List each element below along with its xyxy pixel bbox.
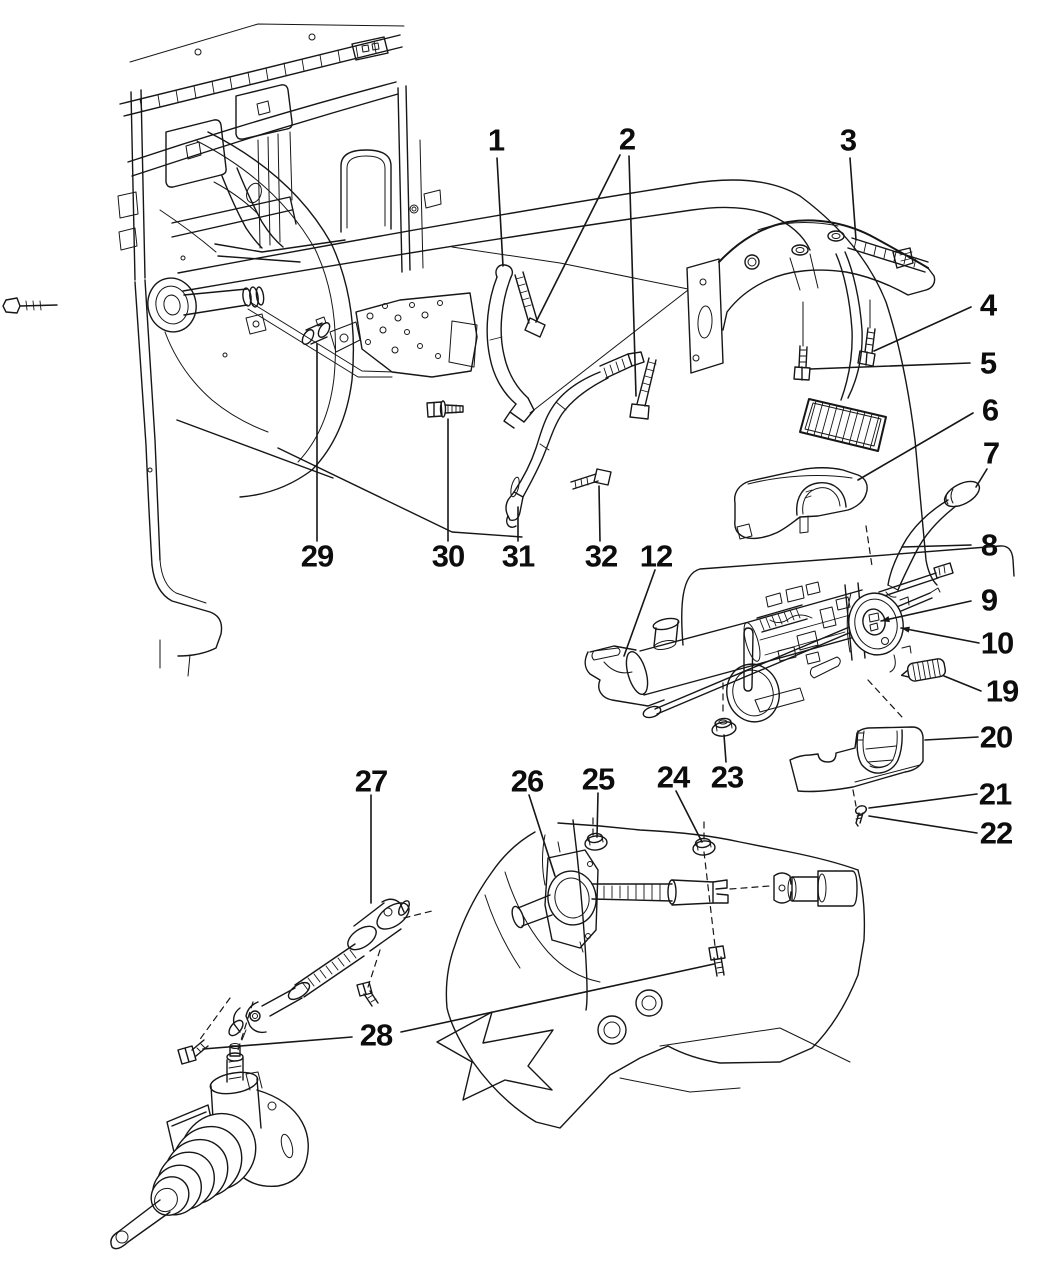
- leader-line-5: [809, 362, 971, 370]
- leader-line-7: [975, 468, 988, 488]
- bolt-28-left: [177, 1039, 209, 1065]
- leader-line-26: [528, 794, 556, 877]
- steering-shaft: [591, 879, 729, 906]
- upper-shroud: [733, 467, 868, 540]
- bolt-5: [793, 345, 811, 381]
- leader-line-21: [868, 793, 978, 809]
- switch-19: [900, 658, 947, 682]
- leader-line-12: [623, 569, 656, 657]
- screw-21-22: [854, 805, 868, 827]
- clockspring: [846, 592, 912, 673]
- leader-line-2: [535, 154, 621, 323]
- leader-line-24: [675, 790, 703, 843]
- lower-shroud: [789, 726, 924, 793]
- leader-line-8: [901, 544, 972, 548]
- leader-line-32: [598, 485, 601, 542]
- leader-line-28: [202, 1036, 353, 1050]
- leader-line-22: [868, 815, 978, 834]
- cable-29-run: [247, 301, 396, 378]
- bolt-2b: [629, 357, 657, 420]
- nut-23: [711, 717, 737, 737]
- shift-cable-upper: [486, 264, 535, 429]
- nut-25: [584, 832, 608, 851]
- leader-arrowhead-10: [901, 626, 910, 633]
- seal-plate-26: [511, 841, 599, 953]
- leader-line-3: [849, 157, 857, 241]
- bolt-30: [426, 400, 464, 418]
- leader-line-2: [628, 155, 637, 397]
- pedal-bracket: [686, 219, 936, 374]
- firewall-panel: [436, 819, 866, 1129]
- bolt-32: [570, 468, 612, 490]
- leader-lines: [202, 154, 988, 1050]
- leader-arrowhead-9: [881, 616, 890, 623]
- shaft-coupler: [773, 870, 858, 907]
- leader-line-23: [723, 734, 727, 763]
- shift-cable-lower: [505, 351, 645, 528]
- leader-line-4: [873, 306, 972, 352]
- leader-line-9: [880, 600, 972, 622]
- bolt-4: [857, 327, 876, 367]
- bracket-panel: [329, 292, 478, 378]
- leader-line-20: [924, 736, 979, 741]
- steering-gear: [110, 1043, 309, 1250]
- projection-lines: [197, 525, 903, 1051]
- steering-column: [584, 562, 954, 723]
- a-pillar-and-dash: [2, 131, 523, 677]
- leader-line-1: [496, 157, 504, 267]
- leader-line-25: [596, 792, 599, 838]
- dash-edge-lines: [177, 179, 1015, 646]
- brake-pedal: [799, 251, 887, 452]
- cowl-structure: [117, 23, 442, 281]
- bolt-28-mid: [356, 981, 379, 1007]
- shift-lever: [885, 480, 981, 598]
- intermediate-shaft: [228, 898, 410, 1041]
- nut-24: [692, 837, 716, 856]
- leader-line-28: [400, 963, 715, 1033]
- leader-line-6: [857, 412, 974, 481]
- leader-line-10: [900, 627, 980, 644]
- bolt-2a: [514, 271, 546, 338]
- bolt-28-right: [708, 945, 726, 977]
- leader-line-19: [943, 675, 982, 692]
